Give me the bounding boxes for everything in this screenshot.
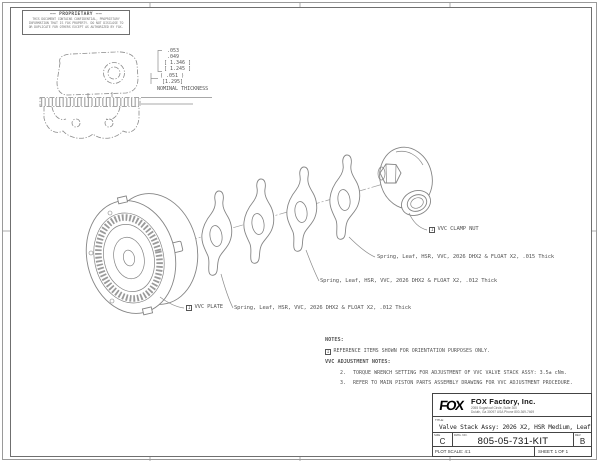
drawing-number: 805-05-731-KIT — [477, 436, 549, 447]
vvc-clamp-nut-part — [377, 146, 433, 216]
dimension-lines — [141, 50, 212, 105]
notes-heading: NOTES: — [325, 337, 344, 343]
company-address-line-2: Duluth, Ga 30097 USA Phone 800-369-7469 — [471, 409, 535, 414]
dim-value-max-mm: [ 1.346 ] — [164, 60, 192, 66]
title-block-title-row: TITLE: Valve Stack Assy: 2026 X2, HSR Me… — [433, 417, 591, 433]
note-3-number: 3. — [340, 380, 347, 386]
drawing-number-label: DWG. NO. — [454, 433, 468, 437]
ref-number-box: 1 — [186, 305, 192, 311]
leaf-spring-4 — [329, 154, 361, 240]
label-vvc-plate-text: VVC PLATE — [194, 304, 224, 310]
plate-serrated-ring — [95, 214, 163, 302]
shim-stack-band — [39, 97, 141, 107]
note-2-text: TORQUE WRENCH SETTING FOR ADJUSTMENT OF … — [353, 369, 567, 376]
proprietary-line-2: INFORMATION THAT IS FOX PROPERTY. DO NOT… — [28, 21, 124, 26]
company-address-line-1: 2055 Sugarloaf Circle, Suite 300 — [471, 405, 517, 410]
label-vvc-clamp-nut-text: VVC CLAMP NUT — [437, 226, 479, 232]
drawing-number-cell: DWG. NO. 805-05-731-KIT — [453, 433, 574, 447]
ref-number-box: 1 — [325, 348, 331, 355]
dimension-bracket — [157, 50, 162, 72]
sheet-inner-border — [10, 7, 592, 457]
damper-lower-body — [43, 106, 140, 139]
company-name: FOX Factory, Inc. — [471, 396, 536, 406]
size-label: SIZE — [434, 433, 441, 437]
note-1-text: REFERENCE ITEMS SHOWN FOR ORIENTATION PU… — [333, 347, 491, 354]
dim-nominal-mm: [1.295] — [162, 79, 184, 85]
dim-value-min-mm: [ 1.245 ] — [164, 66, 192, 72]
leaf-spring-1 — [201, 190, 233, 276]
note-2-number: 2. — [340, 369, 347, 376]
revision-cell: REV B — [574, 433, 591, 446]
proprietary-line-3: OR DUPLICATE FOR OTHERS EXCEPT AS AUTHOR… — [28, 25, 124, 30]
dim-value-min: .049 — [167, 54, 180, 60]
leaf-spring-2 — [243, 178, 275, 264]
note-3-text: REFER TO MAIN PISTON PARTS ASSEMBLY DRAW… — [353, 380, 573, 386]
drawing-title: Valve Stack Assy: 2026 X2, HSR Medium, L… — [439, 423, 591, 431]
dim-nominal-caption: NOMINAL THICKNESS — [157, 85, 209, 92]
revision: B — [579, 437, 586, 446]
revision-label: REV — [575, 433, 581, 437]
label-spring-012-a: Spring, Leaf, HSR, VVC, 2026 DHX2 & FLOA… — [320, 278, 498, 284]
fox-logo: FOX — [438, 397, 464, 413]
title-block-company-row: FOX FOX Factory, Inc. 2055 Sugarloaf Cir… — [433, 394, 591, 417]
reference-assembly-view — [39, 51, 141, 139]
note-3: 3. REFER TO MAIN PISTON PARTS ASSEMBLY DR… — [325, 380, 573, 386]
vvc-plate-part — [85, 193, 199, 316]
label-leader-lines — [159, 212, 428, 309]
dim-value-max: .053 — [167, 48, 180, 54]
title-block-scale-row: PLOT SCALE: 4:1 SHEET: 1 OF 1 — [433, 447, 591, 456]
title-block: FOX FOX Factory, Inc. 2055 Sugarloaf Cir… — [432, 393, 592, 457]
note-2: 2. TORQUE WRENCH SETTING FOR ADJUSTMENT O… — [325, 370, 573, 376]
proprietary-line-1: THIS DOCUMENT CONTAINS CONFIDENTIAL, PRO… — [32, 17, 120, 21]
proprietary-title: —— PROPRIETARY —— — [49, 12, 103, 17]
leaf-spring-3 — [286, 166, 318, 252]
vvc-adjustment-notes-heading: VVC ADJUSTMENT NOTES: — [325, 359, 391, 365]
proprietary-notice: —— PROPRIETARY —— THIS DOCUMENT CONTAINS… — [22, 10, 130, 35]
title-field-label: TITLE: — [435, 418, 445, 422]
company-info: FOX Factory, Inc. 2055 Sugarloaf Circle,… — [469, 397, 591, 414]
dim-nominal-in: ( .051 ) — [160, 73, 185, 79]
label-spring-015: Spring, Leaf, HSR, VVC, 2026 DHX2 & FLOA… — [377, 254, 555, 260]
plot-scale: PLOT SCALE: 4:1 — [433, 447, 535, 456]
ref-number-box: 1 — [429, 227, 435, 233]
sheet-size: C — [439, 437, 446, 446]
sheet-number: SHEET: 1 OF 1 — [538, 448, 569, 454]
damper-upper-body — [56, 51, 139, 96]
size-cell: SIZE C — [433, 433, 453, 446]
title-block-number-row: SIZE C DWG. NO. 805-05-731-KIT REV B — [433, 433, 591, 447]
label-spring-012-b: Spring, Leaf, HSR, VVC, 2026 DHX2 & FLOA… — [234, 305, 412, 311]
adjuster-knob — [103, 62, 125, 84]
